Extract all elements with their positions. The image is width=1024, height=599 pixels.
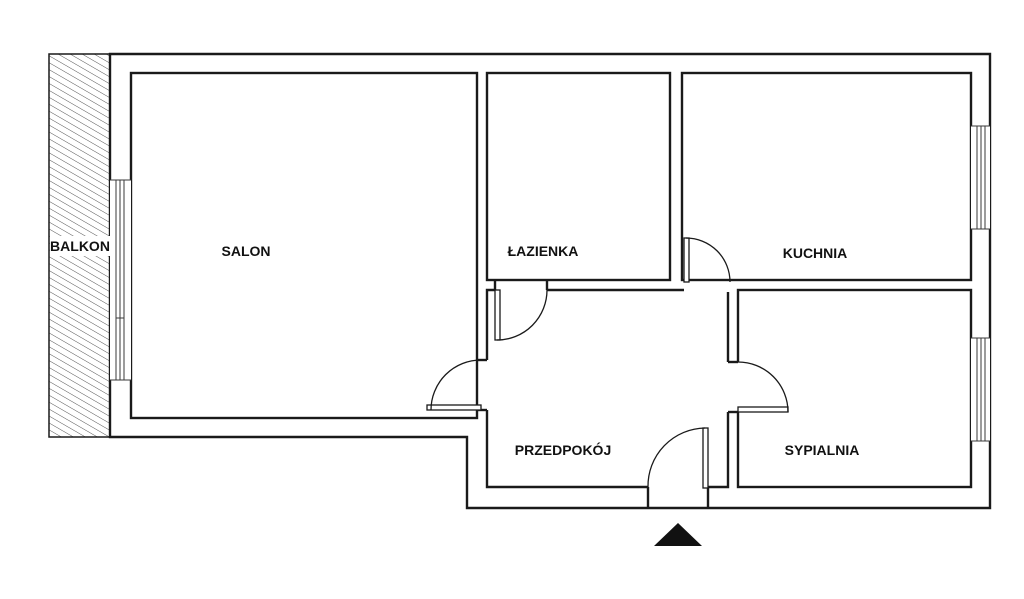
door-salon: [426, 359, 482, 411]
outer-wall: [108, 52, 992, 510]
room-label-kuchnia: KUCHNIA: [783, 245, 848, 261]
door-entrance: [647, 427, 709, 489]
room-label-przedpokoj: PRZEDPOKÓJ: [515, 441, 611, 458]
room-label-salon: SALON: [222, 243, 271, 259]
room-label-sypialnia: SYPIALNIA: [785, 442, 860, 458]
window-kuchnia: [971, 125, 990, 230]
window-salon: [110, 179, 131, 381]
window-sypialnia: [971, 337, 990, 442]
lazienka-room: [485, 71, 672, 282]
door-kuchnia: [683, 237, 731, 283]
door-lazienka: [494, 289, 548, 341]
entrance-arrow-icon: [654, 523, 702, 546]
balcony-label: BALKON: [50, 238, 110, 254]
door-jambs: [477, 280, 738, 508]
przedpokoj-room: [485, 288, 730, 489]
door-sypialnia: [737, 361, 789, 413]
salon-room: [129, 71, 479, 420]
room-label-lazienka: ŁAZIENKA: [508, 243, 579, 259]
